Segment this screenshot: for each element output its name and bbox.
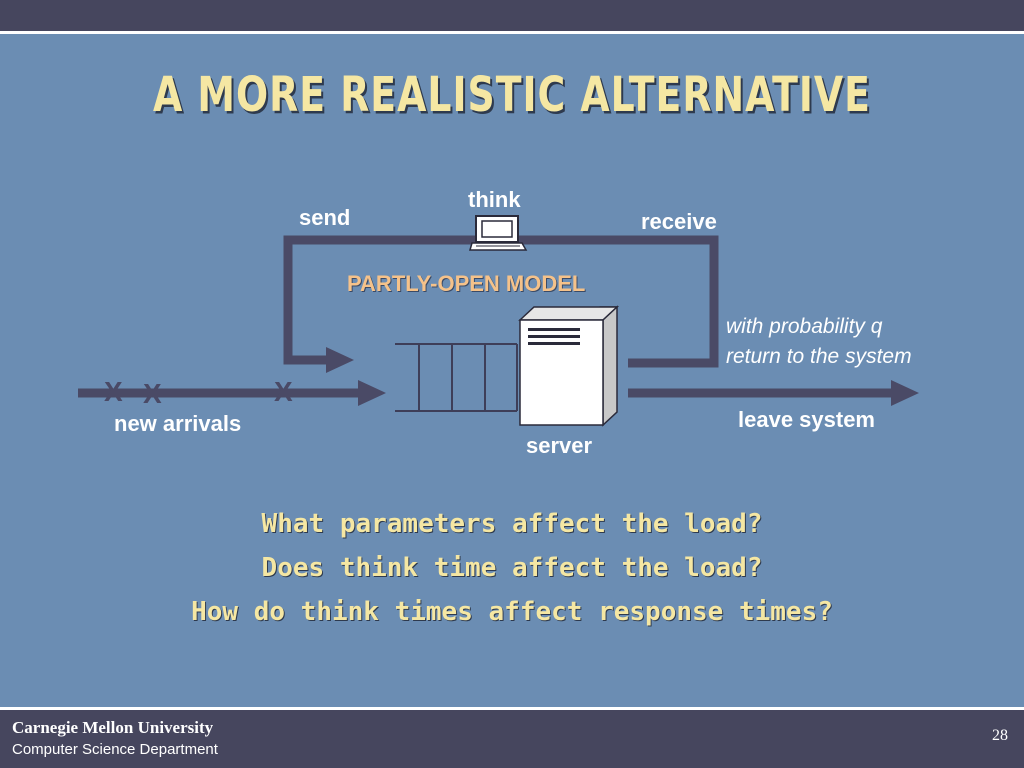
probability-label-line2: return to the system <box>726 345 912 368</box>
question-item: How do think times affect response times… <box>191 597 833 627</box>
leave-arrowhead <box>891 380 919 406</box>
question-item: What parameters affect the load? <box>261 509 763 539</box>
bottom-divider <box>0 707 1024 710</box>
slide-title: A MORE REALISTIC ALTERNATIVE <box>153 66 871 123</box>
footer-department: Computer Science Department <box>12 741 218 758</box>
question-item: Does think time affect the load? <box>261 553 763 583</box>
footer-bar <box>0 710 1024 768</box>
leave-system-label: leave system <box>738 407 875 432</box>
arrival-mark: X <box>104 376 123 407</box>
page-number: 28 <box>992 727 1008 744</box>
arrival-mark: X <box>274 376 293 407</box>
computer-icon <box>469 215 528 251</box>
arrival-arrowhead <box>358 380 386 406</box>
server-label: server <box>526 433 593 458</box>
think-label: think <box>468 187 521 212</box>
footer-university: Carnegie Mellon University <box>12 718 214 737</box>
feedback-arrowhead <box>326 347 354 373</box>
question-list: What parameters affect the load? Does th… <box>0 502 1024 634</box>
receive-label: receive <box>641 209 717 234</box>
top-divider <box>0 31 1024 34</box>
queue-buffer <box>395 343 518 412</box>
new-arrivals-label: new arrivals <box>114 411 242 436</box>
arrival-mark: X <box>143 378 162 409</box>
model-label: PARTLY-OPEN MODEL <box>347 271 586 296</box>
probability-label-line1: with probability q <box>726 315 883 338</box>
send-label: send <box>299 205 351 230</box>
top-bar <box>0 0 1024 31</box>
server-icon <box>518 305 619 427</box>
